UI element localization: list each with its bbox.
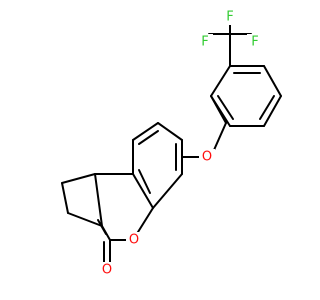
atom-label: O bbox=[102, 263, 112, 278]
atom-label: O bbox=[129, 233, 139, 248]
fluorine-atom-left: F bbox=[197, 34, 213, 50]
bond bbox=[210, 65, 231, 97]
bond bbox=[263, 65, 282, 97]
bond bbox=[138, 169, 151, 194]
bond bbox=[213, 122, 227, 151]
bond bbox=[210, 95, 231, 127]
bond bbox=[152, 173, 183, 209]
bond bbox=[61, 173, 96, 184]
atom-label: F bbox=[201, 35, 208, 50]
carbonyl-oxygen-atom: O bbox=[99, 262, 115, 278]
bond bbox=[132, 173, 154, 209]
bond bbox=[61, 182, 69, 214]
molecule-diagram: F F F O O O bbox=[61, 9, 282, 278]
bond bbox=[132, 122, 159, 141]
bond bbox=[263, 95, 282, 127]
bond bbox=[97, 219, 107, 235]
bond bbox=[217, 95, 234, 120]
bond bbox=[94, 173, 103, 227]
structure-canvas: F F F O O O bbox=[61, 9, 282, 278]
atom-label: F bbox=[251, 35, 258, 50]
bond bbox=[138, 130, 159, 145]
atom-label: F bbox=[226, 10, 233, 25]
bond bbox=[67, 212, 103, 227]
fluorine-atom-top: F bbox=[222, 9, 238, 25]
fluorine-atom-right: F bbox=[247, 34, 263, 50]
atom-label: O bbox=[202, 150, 212, 165]
ring-oxygen-atom: O bbox=[126, 232, 142, 248]
ether-oxygen-atom: O bbox=[199, 149, 215, 165]
bond bbox=[259, 95, 275, 120]
bond bbox=[157, 122, 183, 141]
